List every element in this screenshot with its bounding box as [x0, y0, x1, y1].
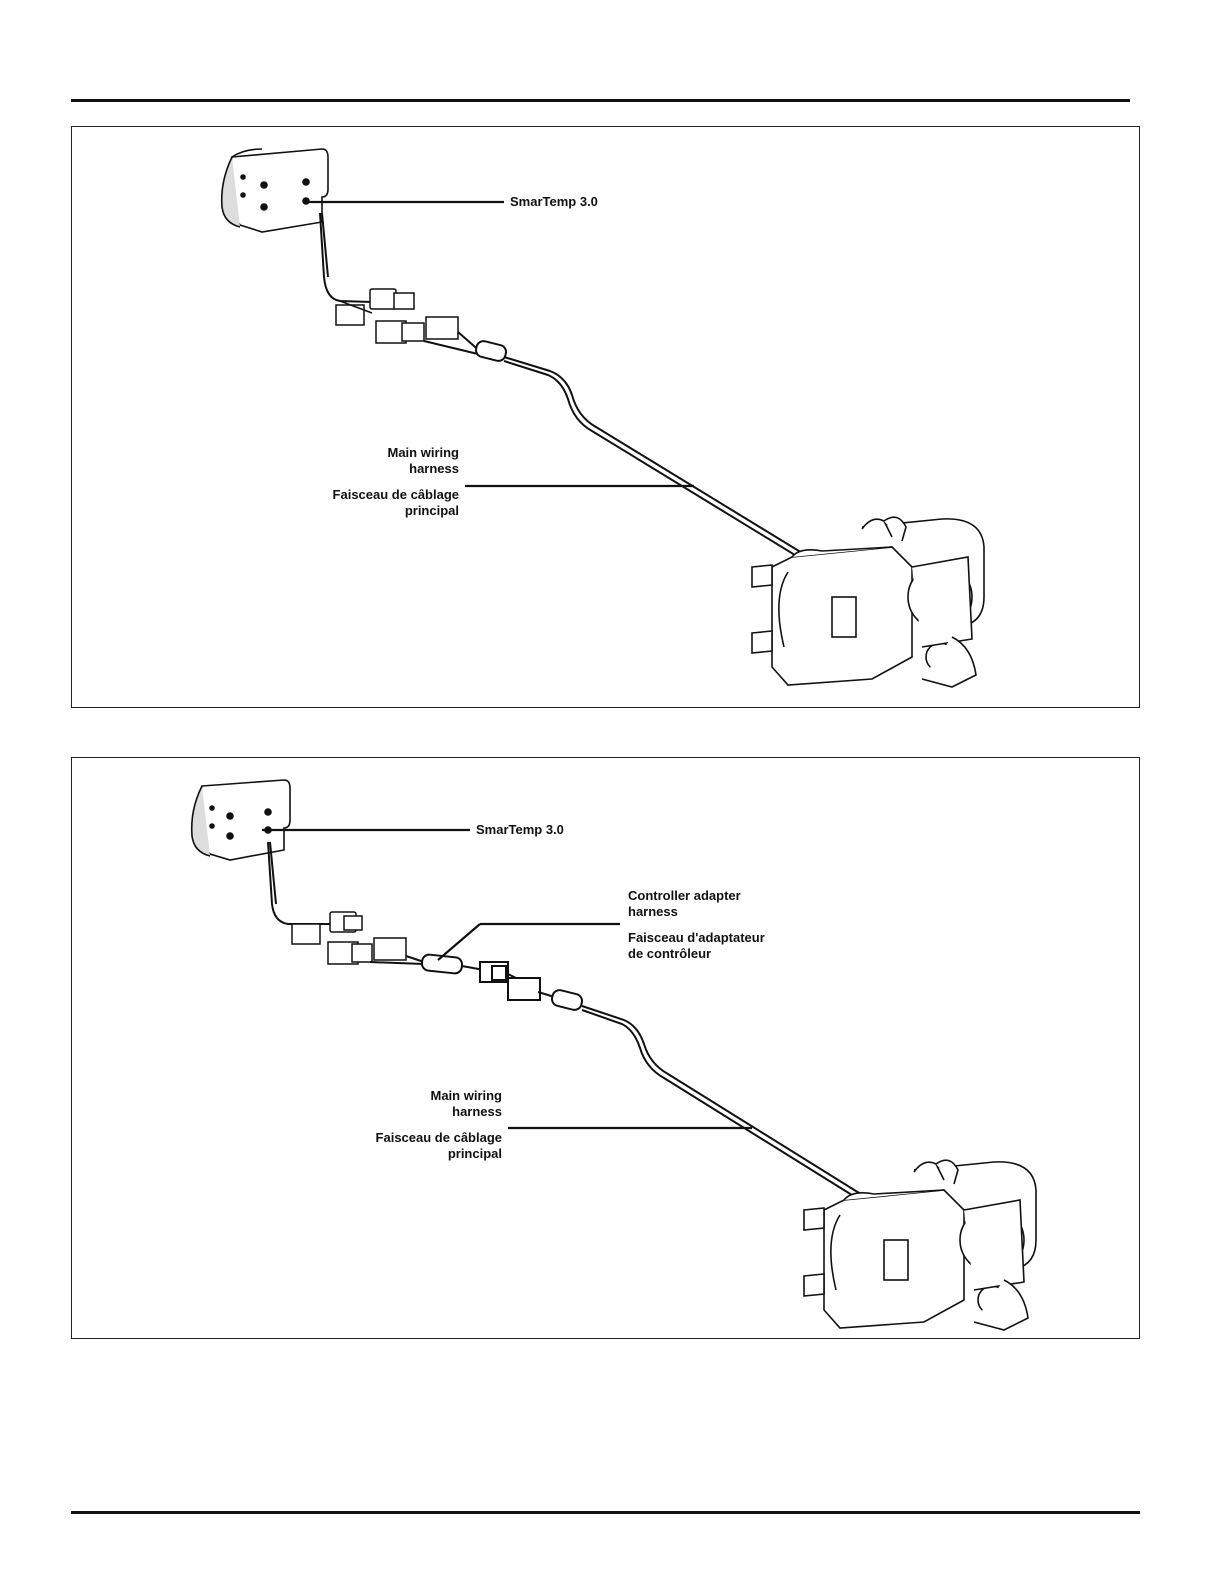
main-harness-en-line1: Main wiring: [344, 1088, 502, 1104]
adapter-harness-fr-line1: Faisceau d'adaptateur: [628, 930, 765, 946]
footer-rule: [71, 1511, 1140, 1514]
main-harness-label-bottom: Main wiring harness Faisceau de câblage …: [344, 1088, 502, 1162]
main-harness-en-line1: Main wiring: [302, 445, 459, 461]
controller-adapter-harness: [370, 954, 540, 1000]
connector-plugs: [292, 912, 406, 964]
adapter-harness-leader-line: [438, 924, 480, 960]
adapter-harness-label: Controller adapter harness Faisceau d'ad…: [628, 888, 765, 962]
smartemp-controller-illustration: [192, 780, 290, 860]
smartemp-controller-illustration: [222, 149, 328, 232]
main-harness-en-line2: harness: [344, 1104, 502, 1120]
smartemp-label-top: SmarTemp 3.0: [510, 194, 598, 210]
main-wiring-harness-top: [424, 332, 812, 563]
main-wiring-harness-bottom: [538, 989, 880, 1210]
header-rule: [71, 99, 1130, 102]
smartemp-label-bottom: SmarTemp 3.0: [476, 822, 564, 838]
controller-cable: [320, 213, 372, 302]
main-harness-fr-line2: principal: [302, 503, 459, 519]
connector-plugs: [336, 289, 458, 343]
adapter-harness-en-line2: harness: [628, 904, 765, 920]
smartemp-label-text: SmarTemp 3.0: [510, 194, 598, 209]
diagram-panel-bottom: SmarTemp 3.0 Controller adapter harness …: [71, 757, 1140, 1339]
controller-cable: [268, 842, 334, 924]
wiring-diagram-bottom: [72, 758, 1141, 1340]
main-harness-fr-line1: Faisceau de câblage: [302, 487, 459, 503]
diagram-panel-top: SmarTemp 3.0 Main wiring harness Faiscea…: [71, 126, 1140, 708]
heater-unit-illustration: [804, 1160, 1036, 1330]
adapter-harness-fr-line2: de contrôleur: [628, 946, 765, 962]
main-harness-label-top: Main wiring harness Faisceau de câblage …: [302, 445, 459, 519]
wiring-diagram-top: [72, 127, 1141, 709]
main-harness-fr-line2: principal: [344, 1146, 502, 1162]
main-harness-fr-line1: Faisceau de câblage: [344, 1130, 502, 1146]
smartemp-label-text: SmarTemp 3.0: [476, 822, 564, 837]
adapter-harness-en-line1: Controller adapter: [628, 888, 765, 904]
main-harness-en-line2: harness: [302, 461, 459, 477]
